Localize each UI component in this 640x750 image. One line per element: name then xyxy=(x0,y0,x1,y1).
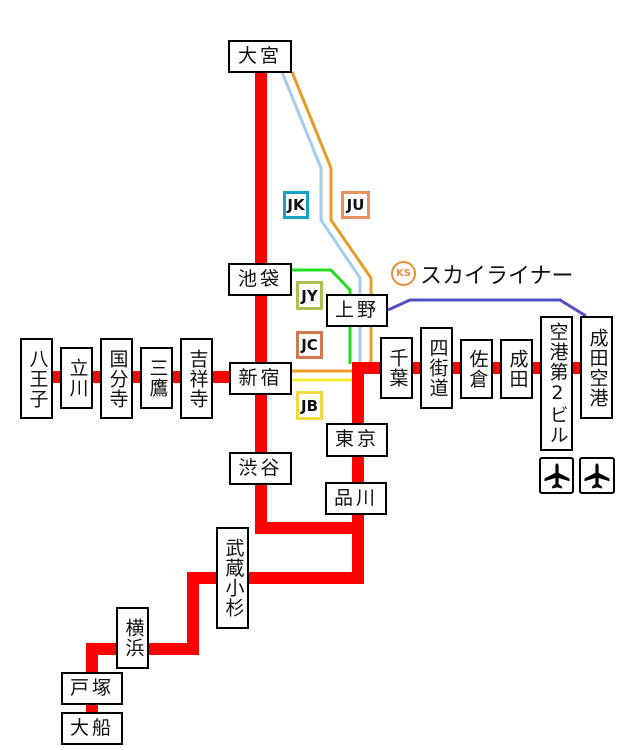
badge-jc: JC xyxy=(296,331,323,359)
airplane-icon xyxy=(579,457,615,494)
airplane-icon xyxy=(539,457,574,494)
station-ueno[interactable]: 上野 xyxy=(326,294,388,327)
station-totsuka[interactable]: 戸塚 xyxy=(61,672,123,705)
station-hachioji[interactable]: 八王子 xyxy=(20,338,53,419)
line-skyliner xyxy=(387,298,587,318)
badge-ks: KS xyxy=(391,261,416,286)
line-jy xyxy=(292,268,352,364)
station-ofuna[interactable]: 大船 xyxy=(61,712,123,745)
skyliner-label: スカイライナー xyxy=(420,264,574,289)
station-shibuya[interactable]: 渋谷 xyxy=(229,452,292,485)
station-airport-terminal2[interactable]: 空港第2ビル xyxy=(540,316,573,451)
station-kokubunji[interactable]: 国分寺 xyxy=(100,338,133,419)
station-narita[interactable]: 成田 xyxy=(500,339,533,399)
station-musashikosugi[interactable]: 武蔵小杉 xyxy=(216,527,249,629)
station-narita-airport[interactable]: 成田空港 xyxy=(580,316,613,419)
station-tokyo[interactable]: 東京 xyxy=(326,423,388,457)
badge-ju: JU xyxy=(341,191,370,219)
station-chiba[interactable]: 千葉 xyxy=(380,337,413,399)
station-mitaka[interactable]: 三鷹 xyxy=(140,347,173,409)
station-tachikawa[interactable]: 立川 xyxy=(60,347,93,409)
station-omiya[interactable]: 大宮 xyxy=(228,40,292,73)
badge-jk: JK xyxy=(283,191,309,219)
station-ikebukuro[interactable]: 池袋 xyxy=(228,263,292,296)
station-yotsukaido[interactable]: 四街道 xyxy=(420,327,453,409)
station-shinagawa[interactable]: 品川 xyxy=(325,482,387,515)
station-sakura[interactable]: 佐倉 xyxy=(460,339,493,399)
badge-jb: JB xyxy=(296,391,323,420)
station-shinjuku[interactable]: 新宿 xyxy=(229,362,292,395)
station-yokohama[interactable]: 横浜 xyxy=(116,607,149,669)
station-kichijoji[interactable]: 吉祥寺 xyxy=(180,338,213,419)
badge-jy: JY xyxy=(296,281,323,310)
